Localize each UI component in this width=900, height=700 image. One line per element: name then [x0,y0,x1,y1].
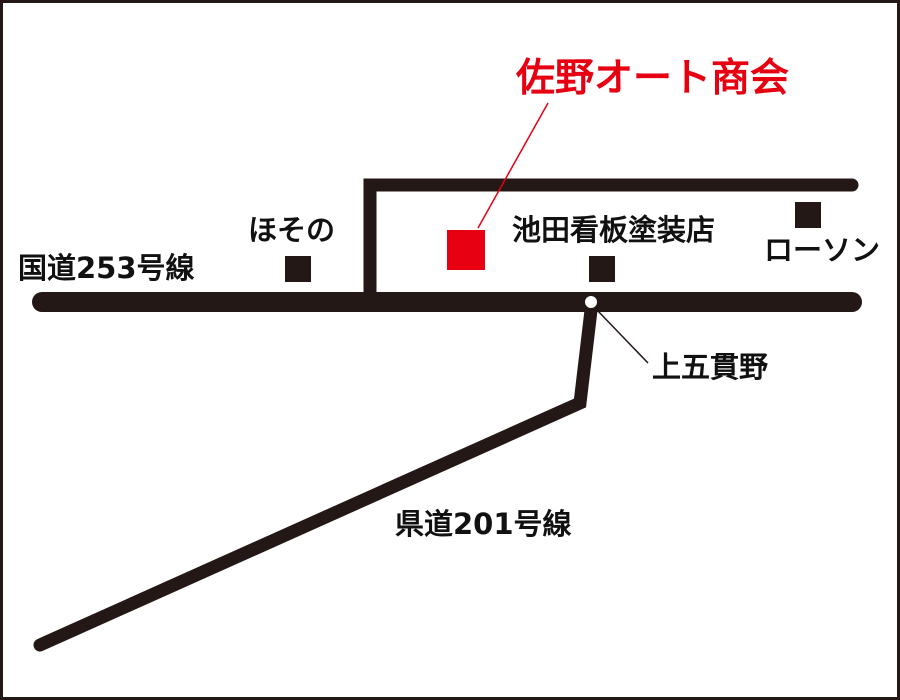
hosono-label: ほその [248,213,335,247]
lawson-marker [795,202,821,228]
destination-pointer-line [477,102,549,229]
kamigonukino-label: 上五貫野 [652,350,768,384]
national-route-253-label: 国道253号線 [18,251,195,285]
ikeda-shop-marker [589,256,615,282]
hosono-marker [285,256,311,282]
lawson-label: ローソン [764,233,880,267]
kamigonukino-intersection-marker [583,294,599,310]
prefectural-route-201-label: 県道201号線 [395,507,572,541]
side-street-road [363,178,859,303]
ikeda-shop-label: 池田看板塗装店 [512,213,715,247]
destination-title: 佐野オート商会 [515,56,789,101]
destination-marker [447,230,485,270]
prefectural-route-201-road [33,295,599,652]
intersection-pointer-line [596,309,649,364]
